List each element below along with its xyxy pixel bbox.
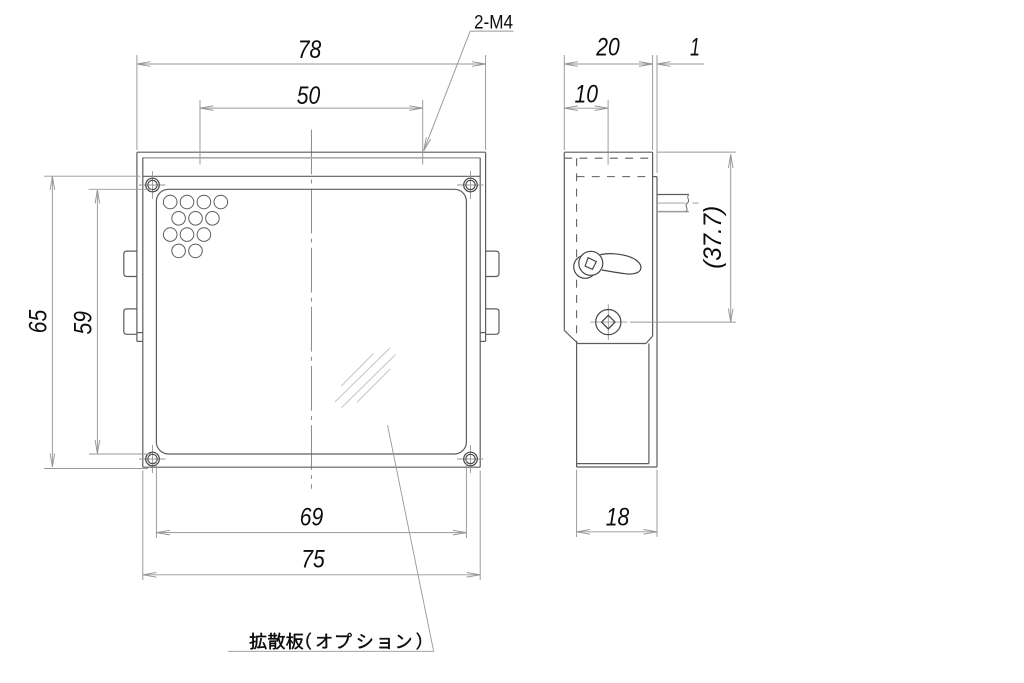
svg-text:50: 50: [297, 82, 321, 110]
svg-text:69: 69: [300, 504, 324, 532]
svg-text:59: 59: [69, 311, 97, 335]
svg-text:10: 10: [575, 80, 599, 108]
svg-text:(37.7): (37.7): [699, 206, 727, 269]
svg-text:20: 20: [595, 34, 619, 62]
svg-text:75: 75: [301, 546, 325, 574]
svg-text:2-M4: 2-M4: [474, 13, 513, 34]
svg-text:78: 78: [298, 36, 322, 64]
svg-text:65: 65: [24, 310, 52, 334]
svg-text:18: 18: [606, 504, 630, 532]
svg-text:1: 1: [690, 34, 700, 62]
